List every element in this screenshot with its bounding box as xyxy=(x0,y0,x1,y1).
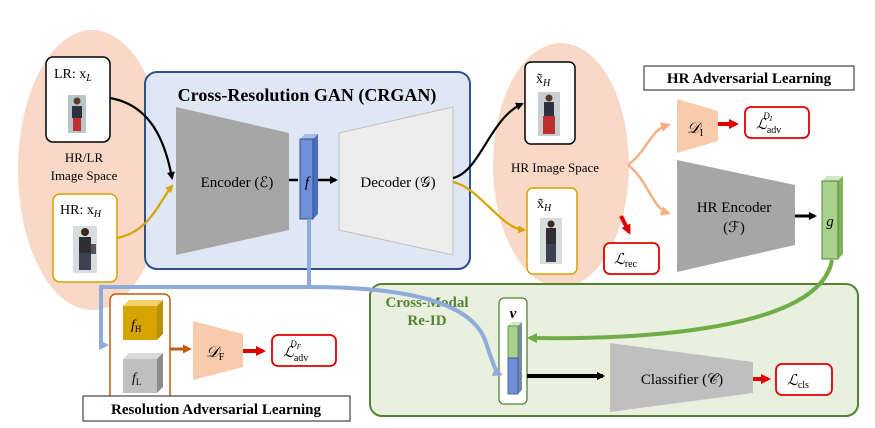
feature-v-label: v xyxy=(510,306,517,322)
encoder-shape xyxy=(176,107,289,255)
crgan-title: Cross-Resolution GAN (CRGAN) xyxy=(178,85,437,106)
hr-input-box: HR: xH xyxy=(52,193,118,283)
arrow-to-discriminator-i xyxy=(627,122,671,166)
classifier-label: Classifier (𝒞) xyxy=(641,372,723,388)
arrow-lr-to-encoder xyxy=(109,96,175,180)
loss-cls-box: ℒcls xyxy=(775,363,833,396)
arrow-hr-to-encoder xyxy=(116,184,174,240)
arrow-g-to-v xyxy=(527,259,834,344)
loss-rec-box: ℒrec xyxy=(603,242,660,275)
svg-text:HR: xH: HR: xH xyxy=(60,203,102,220)
arrow-decoder-to-bottom-output xyxy=(452,180,526,234)
feature-g-label: g xyxy=(826,214,834,230)
arrow-f-to-v xyxy=(308,285,503,377)
encoder-label: Encoder (ℰ) xyxy=(201,175,274,191)
hr-encoder-label-line1: HR Encoder xyxy=(697,200,772,216)
arrow-f-to-res-adv xyxy=(99,219,311,350)
svg-text:x̃H: x̃H xyxy=(537,197,552,214)
discriminator-f-label: 𝒟F xyxy=(206,344,225,363)
hr-encoder-shape xyxy=(677,160,795,272)
hr-lr-space-caption-line2: Image Space xyxy=(51,168,118,183)
generated-person-image-bottom xyxy=(540,218,562,264)
feature-f-block: f xyxy=(299,134,318,220)
discriminator-i-shape xyxy=(677,99,718,153)
svg-text:ℒadvDI: ℒadvDI xyxy=(756,111,781,136)
discriminator-f-shape xyxy=(193,321,243,380)
hr-person-image xyxy=(73,226,97,273)
res-adv-title-box xyxy=(82,395,351,422)
res-adv-title: Resolution Adversarial Learning xyxy=(111,402,322,418)
arrow-decoder-to-top-output xyxy=(452,102,524,180)
hr-adv-title-box xyxy=(643,65,855,91)
feature-f-label: f xyxy=(305,175,311,191)
discriminator-i-label: 𝒟I xyxy=(687,120,703,139)
svg-text:ℒcls: ℒcls xyxy=(787,373,809,391)
svg-text:LR: xL: LR: xL xyxy=(54,67,92,84)
arrow-to-hr-encoder xyxy=(627,164,671,216)
feature-g-block: g xyxy=(821,176,843,260)
svg-text:fH: fH xyxy=(131,318,142,334)
svg-text:x̃H: x̃H xyxy=(536,72,551,89)
hr-encoder-label-line2: (ℱ) xyxy=(723,220,745,236)
svg-text:ℒrec: ℒrec xyxy=(614,252,638,270)
hr-lr-space-caption-line1: HR/LR xyxy=(65,150,104,165)
lr-input-box: LR: xL xyxy=(45,56,111,143)
cross-modal-title-line2: Re-ID xyxy=(407,313,446,329)
feature-fl-cube: fL xyxy=(123,353,163,393)
hr-image-space-caption: HR Image Space xyxy=(511,160,599,175)
generated-person-image-top xyxy=(538,92,560,136)
arrow-to-loss-rec xyxy=(619,215,631,235)
svg-text:ℒadvDF: ℒadvDF xyxy=(283,339,308,364)
decoder-label: Decoder (𝒢) xyxy=(360,175,435,191)
hr-adv-title: HR Adversarial Learning xyxy=(667,71,832,87)
lr-person-image xyxy=(68,95,86,133)
classifier-shape xyxy=(610,343,753,412)
loss-adv-di-box: ℒadvDI xyxy=(744,106,810,139)
svg-text:fL: fL xyxy=(132,371,141,387)
loss-adv-df-box: ℒadvDF xyxy=(271,334,337,367)
decoder-shape xyxy=(338,106,454,256)
generated-hr-top-box: x̃H xyxy=(524,61,576,145)
feature-v-stack xyxy=(507,322,522,395)
feature-fh-cube: fH xyxy=(123,300,163,340)
generated-hr-bottom-box: x̃H xyxy=(526,187,578,275)
